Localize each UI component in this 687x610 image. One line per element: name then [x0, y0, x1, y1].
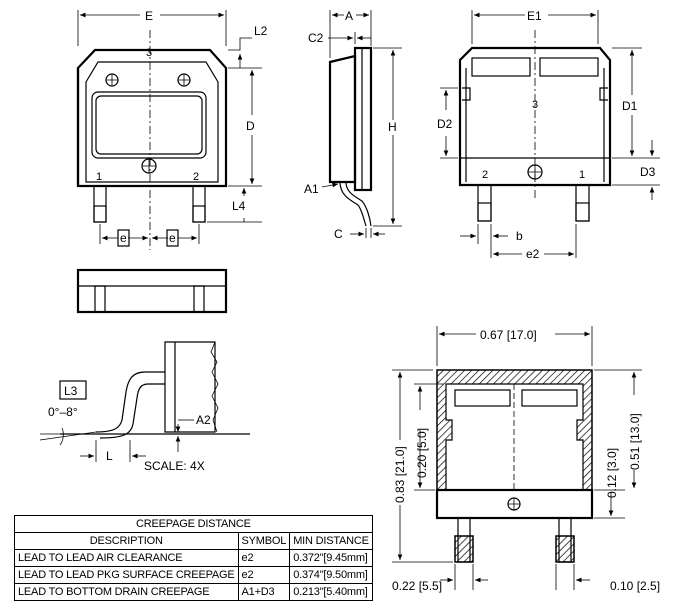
- front-view: [76, 268, 228, 314]
- dim-angle: 0°–8°: [48, 405, 78, 419]
- row-min-distance: 0.374"[9.50mm]: [289, 566, 373, 584]
- header-description: DESCRIPTION: [14, 532, 239, 550]
- fp-lead-pitch: 0.10 [2.5]: [610, 579, 660, 593]
- dim-e-left: e: [120, 231, 127, 245]
- fp-lead-width: 0.22 [5.5]: [392, 579, 442, 593]
- row-symbol: e2: [237, 549, 291, 567]
- fp-pad-height: 0.20 [5.0]: [415, 428, 429, 478]
- bottom-pin1: 1: [579, 169, 585, 181]
- fp-pad-to-edge: 0.51 [13.0]: [628, 413, 642, 470]
- row-min-distance: 0.213"[5.40mm]: [289, 583, 373, 601]
- row-min-distance: 0.372"[9.45mm]: [289, 549, 373, 567]
- fp-total-height: 0.83 [21.0]: [393, 446, 407, 503]
- side-view: A C2 H A1 C: [304, 9, 402, 241]
- top-center-mark: 3: [146, 47, 152, 59]
- bottom-view: 3 2 1 E1 D1 D3 D2 b e2: [437, 9, 660, 261]
- bottom-center-mark: 3: [532, 99, 538, 111]
- dim-D3: D3: [640, 165, 656, 179]
- dim-A2: A2: [196, 413, 211, 427]
- creepage-title: CREEPAGE DISTANCE: [14, 515, 373, 533]
- row-description: LEAD TO BOTTOM DRAIN CREEPAGE: [14, 583, 239, 601]
- top-pin2: 2: [193, 171, 199, 183]
- dim-e2: e2: [526, 247, 540, 261]
- scale-label: SCALE: 4X: [144, 459, 205, 473]
- footprint: 0.67 [17.0] 0.83 [21.0] 0.20 [5.0] 0.51 …: [392, 326, 660, 593]
- table-row: LEAD TO BOTTOM DRAIN CREEPAGE A1+D3 0.21…: [14, 583, 373, 601]
- row-description: LEAD TO LEAD PKG SURFACE CREEPAGE: [14, 566, 239, 584]
- table-row: LEAD TO LEAD AIR CLEARANCE e2 0.372"[9.4…: [14, 549, 373, 567]
- fp-lead-pad: 0.12 [3.0]: [605, 448, 619, 498]
- dim-L3: L3: [64, 384, 78, 398]
- dim-E: E: [145, 9, 153, 23]
- lead-detail: L3 0°–8° L A2 SCALE: 4X: [39, 341, 250, 473]
- fp-width: 0.67 [17.0]: [480, 328, 537, 342]
- row-description: LEAD TO LEAD AIR CLEARANCE: [14, 549, 239, 567]
- dim-E1: E1: [527, 9, 542, 23]
- dim-D1: D1: [622, 99, 638, 113]
- creepage-table: CREEPAGE DISTANCE DESCRIPTION SYMBOL MIN…: [14, 515, 373, 601]
- header-symbol: SYMBOL: [237, 532, 291, 550]
- dim-C2: C2: [308, 31, 324, 45]
- table-row: LEAD TO LEAD PKG SURFACE CREEPAGE e2 0.3…: [14, 566, 373, 584]
- dim-b: b: [516, 229, 523, 243]
- top-pin1: 1: [96, 171, 102, 183]
- dim-C: C: [334, 227, 343, 241]
- dim-H: H: [388, 120, 397, 134]
- row-symbol: A1+D3: [237, 583, 291, 601]
- dim-D: D: [246, 119, 255, 133]
- dim-D2: D2: [437, 117, 453, 131]
- dim-L: L: [106, 449, 113, 463]
- header-min-distance: MIN DISTANCE: [289, 532, 373, 550]
- dim-A: A: [345, 9, 353, 23]
- dim-A1: A1: [304, 182, 319, 196]
- top-view: 1 2 3 E L2 D L4 e e: [76, 9, 268, 250]
- dim-e-right: e: [169, 231, 176, 245]
- bottom-pin2: 2: [482, 169, 488, 181]
- dim-L2: L2: [254, 24, 268, 38]
- row-symbol: e2: [237, 566, 291, 584]
- dim-L4: L4: [232, 199, 246, 213]
